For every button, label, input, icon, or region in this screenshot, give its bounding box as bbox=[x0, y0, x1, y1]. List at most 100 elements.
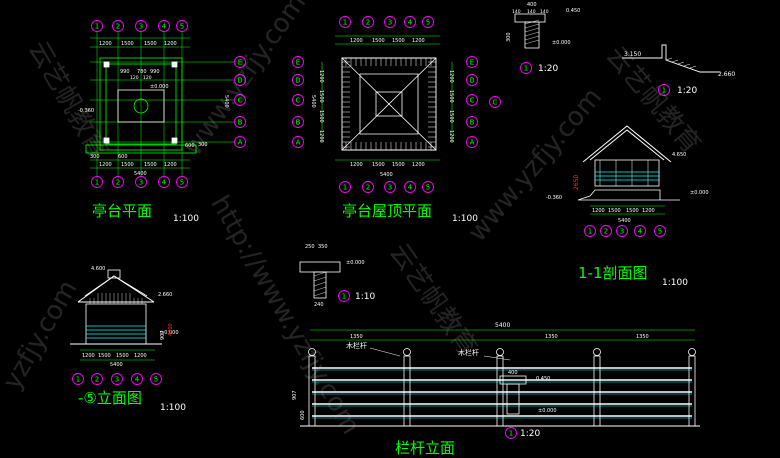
dim-label: 1500 bbox=[448, 90, 454, 103]
dim-label: 5400 bbox=[380, 172, 393, 178]
axis-bubble bbox=[658, 84, 670, 96]
dim-label: -0.360 bbox=[78, 108, 94, 114]
dim-label: 1500 bbox=[448, 110, 454, 123]
axis-bubble bbox=[384, 181, 396, 193]
axis-label: 2 bbox=[366, 19, 370, 27]
dim-label: 1350 bbox=[545, 334, 558, 340]
plan-column bbox=[103, 137, 110, 144]
hatch bbox=[313, 286, 327, 292]
title-railing: 栏杆立面 bbox=[395, 439, 456, 457]
stair-hatch bbox=[689, 65, 697, 69]
axis-bubble bbox=[135, 20, 147, 32]
plan-bench bbox=[117, 89, 165, 123]
plan-column bbox=[171, 61, 178, 68]
plan-table bbox=[133, 98, 149, 114]
axis-bubble bbox=[466, 136, 478, 148]
title-elevation: -⑤立面图 bbox=[78, 389, 142, 407]
dim-label: 907 bbox=[160, 330, 166, 340]
hatch bbox=[524, 27, 540, 33]
axis-bubble bbox=[404, 16, 416, 28]
dim-label: 300 bbox=[90, 154, 100, 160]
axis-label: B bbox=[470, 119, 475, 127]
axis-bubble bbox=[91, 20, 103, 32]
dim-label: 990 bbox=[150, 69, 160, 75]
dim-label: 5400 bbox=[134, 171, 147, 177]
dim-label: 1200 bbox=[318, 70, 324, 83]
axis-label: A bbox=[296, 139, 301, 147]
axis-bubble bbox=[158, 176, 170, 188]
axis-bubble bbox=[234, 136, 246, 148]
dim-label: 350 bbox=[318, 244, 328, 250]
dim-label: 1500 bbox=[121, 41, 134, 47]
dim-label: 140 bbox=[527, 9, 536, 15]
railing-post-cap bbox=[593, 348, 601, 356]
axis-label: 4 bbox=[162, 179, 167, 187]
axis-bubble bbox=[234, 116, 246, 128]
dim-label: 140 bbox=[540, 9, 549, 15]
axis-label: 2 bbox=[116, 23, 120, 31]
dim-label: 5400 bbox=[110, 362, 123, 368]
dim-label: 4.600 bbox=[91, 266, 105, 272]
dim-label: 990 bbox=[120, 69, 130, 75]
axis-bubble bbox=[404, 181, 416, 193]
dim-label: 1200 bbox=[164, 162, 177, 168]
stair-hatch bbox=[671, 59, 679, 63]
railing-post-cap bbox=[403, 348, 411, 356]
leader-line bbox=[369, 347, 401, 357]
axis-bubble bbox=[634, 225, 646, 237]
axis-label: 3 bbox=[139, 23, 143, 31]
axis-bubble bbox=[339, 16, 351, 28]
scale-stair: 1:20 bbox=[677, 86, 698, 96]
hatch bbox=[313, 291, 327, 297]
plan-step bbox=[85, 144, 197, 154]
axis-label: B bbox=[238, 119, 243, 127]
scale-section: 1:100 bbox=[662, 278, 688, 288]
elev-roof-inner bbox=[84, 275, 148, 297]
dim-label: 2.660 bbox=[718, 71, 735, 78]
axis-bubble bbox=[584, 225, 596, 237]
axis-bubble bbox=[466, 74, 478, 86]
title-pavilion-plan: 亭台平面 bbox=[92, 202, 153, 220]
dim-label: 1200 bbox=[412, 162, 425, 168]
axis-label: 4 bbox=[408, 19, 413, 27]
axis-bubble bbox=[234, 94, 246, 106]
hatch bbox=[524, 31, 540, 37]
axis-bubble bbox=[176, 176, 188, 188]
roof-inner bbox=[359, 73, 419, 135]
dim-label: 400 bbox=[508, 370, 518, 376]
dim-label: 250 bbox=[305, 244, 315, 250]
scale-roof-plan: 1:100 bbox=[452, 214, 478, 224]
axis-label: 4 bbox=[162, 23, 167, 31]
scale-cap: 1:10 bbox=[355, 292, 376, 302]
title-section: 1-1剖面图 bbox=[578, 264, 648, 282]
dim-label: 1500 bbox=[144, 41, 157, 47]
axis-label: E bbox=[296, 59, 300, 67]
dim-label: 1200 bbox=[350, 162, 363, 168]
axis-label: 1 bbox=[95, 23, 99, 31]
axis-label: 4 bbox=[135, 376, 140, 384]
axis-label: 1 bbox=[95, 179, 99, 187]
axis-bubble bbox=[616, 225, 628, 237]
axis-bubble bbox=[338, 290, 350, 302]
dim-label: 1200 bbox=[448, 130, 454, 143]
dim-label: ±0.000 bbox=[150, 84, 169, 90]
dim-label: 1500 bbox=[392, 38, 405, 44]
scale-railing-detail: 1:20 bbox=[520, 429, 541, 439]
axis-label: C bbox=[470, 97, 475, 105]
dim-label: 5400 bbox=[310, 95, 316, 108]
hatch bbox=[524, 39, 540, 45]
railing-post-cap bbox=[688, 348, 696, 356]
axis-label: 3 bbox=[139, 179, 143, 187]
dim-label: 0.450 bbox=[536, 376, 550, 382]
axis-bubble bbox=[292, 94, 304, 106]
axis-label: D bbox=[469, 77, 474, 85]
axis-label: 1 bbox=[588, 228, 592, 236]
axis-label: A bbox=[470, 139, 475, 147]
dim-label: 3.150 bbox=[624, 51, 641, 58]
axis-bubble bbox=[292, 56, 304, 68]
dim-label: 1200 bbox=[592, 208, 605, 214]
axis-bubble bbox=[339, 181, 351, 193]
